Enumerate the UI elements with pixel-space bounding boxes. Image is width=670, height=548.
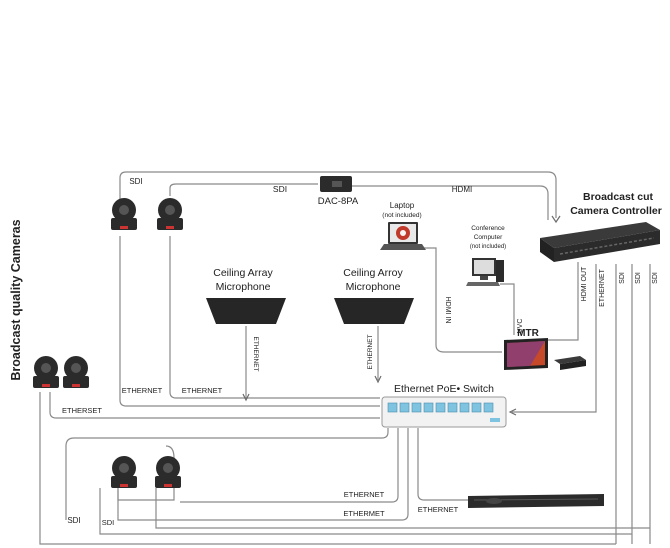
arrow-down-icon: [242, 393, 250, 402]
hdmi-top-line: [352, 185, 549, 220]
mtr-device: MTR: [504, 328, 586, 370]
hdmi-in-line: [418, 247, 502, 353]
switch-port: [471, 402, 482, 413]
side-title: Broadcast quality Cameras: [9, 219, 23, 380]
mic-right-line2: Microphone: [346, 281, 401, 293]
ceiling-mic-icon: [334, 298, 414, 324]
converter-label: DAC-8PA: [318, 196, 359, 207]
label-sdi-top: SDI: [273, 184, 287, 194]
rack-unit: [468, 494, 604, 508]
ptz-camera-icon: [111, 198, 137, 230]
arrow-down-icon: [551, 215, 561, 224]
computer-note: (not included): [470, 244, 506, 250]
mic-left: Ceiling Array Microphone: [206, 267, 286, 324]
uvc-line: [500, 283, 515, 335]
switch-port: [423, 402, 434, 413]
label-ethernet-mic-right: ETHERNET: [367, 334, 374, 369]
computer-label-1: Conference: [471, 225, 505, 232]
ethernet-ctrl-line: [512, 264, 597, 413]
switch-port: [399, 402, 410, 413]
cam-left-ethernet: [119, 236, 380, 407]
label-etherset: ETHERSET: [62, 406, 102, 415]
label-hdmi-in: HDMI IN: [444, 297, 451, 324]
bottom-cam-link: [117, 445, 175, 501]
mic-right: Ceiling Arroy Microphone: [334, 267, 414, 324]
switch-port: [411, 402, 422, 413]
label-hdmi-out: HDMI OUT: [581, 266, 588, 301]
switch-port: [447, 402, 458, 413]
ethernet-bottom-2: [117, 428, 409, 521]
laptop-note: (not included): [382, 212, 421, 219]
camera-controller: Broadcast cut Camera Controller: [540, 191, 662, 262]
ptz-camera-icon: [157, 198, 183, 230]
mic-left-line1: Ceiling Array: [213, 267, 273, 279]
arrow-down-icon: [374, 375, 382, 384]
mic-right-line1: Ceiling Arroy: [343, 267, 403, 279]
laptop-icon: [380, 222, 426, 250]
label-sdi-ctrl-3: SDI: [652, 272, 659, 284]
arrow-left-icon: [508, 408, 517, 416]
mtr-label: MTR: [517, 328, 539, 339]
etherset-line: [49, 392, 380, 419]
label-ethernet-rack: ETHERNET: [418, 505, 459, 514]
label-hdmi-top: HDMI: [452, 185, 472, 194]
label-ethernet-cam-right: ETHERNET: [182, 386, 223, 395]
switch-port: [459, 402, 470, 413]
switch-icon: [381, 396, 507, 428]
controller-icon: [540, 222, 660, 262]
computer-label-2: Computer: [474, 234, 503, 241]
label-sdi-top-left: SDI: [129, 177, 142, 186]
converter-device: DAC-8PA: [318, 176, 359, 207]
ptz-camera-icon: [33, 356, 59, 388]
sdi-bottom-3: [155, 488, 650, 529]
ceiling-mic-icon: [206, 298, 286, 324]
mtr-box-icon: [554, 356, 586, 370]
ethernet-rack: [417, 428, 470, 501]
label-sdi-bottom-2: SDI: [102, 518, 115, 527]
label-ethernet-ctrl: ETHERNET: [599, 268, 606, 306]
label-sdi-ctrl-1: SDI: [619, 272, 626, 284]
sdi-top-line: [119, 171, 557, 218]
label-ethernet-cam-left: ETHERNET: [122, 386, 163, 395]
switch-port: [483, 402, 494, 413]
label-sdi-ctrl-2: SDI: [635, 272, 642, 284]
rack-device-icon: [468, 494, 604, 508]
controller-title-2: Camera Controller: [570, 205, 662, 217]
ptz-camera-icon: [63, 356, 89, 388]
cam-right-ethernet: [169, 236, 380, 399]
label-uvc: UVC: [517, 319, 524, 334]
cable-labels: SDI SDI HDMI HDMI IN UVC HDMI OUT ETHERN…: [62, 177, 659, 527]
ptz-camera-icon: [111, 456, 137, 488]
controller-title-1: Broadcast cut: [583, 191, 654, 203]
label-sdi-bottom-1: SDI: [67, 516, 80, 525]
label-ethernet-mic-left: ETHERNET: [252, 336, 259, 371]
label-ethermet-bottom-2: ETHERMET: [343, 509, 385, 518]
switch-port: [435, 402, 446, 413]
ptz-camera-icon: [155, 456, 181, 488]
switch-ports: [387, 402, 494, 413]
poe-switch: Ethernet PoE• Switch: [381, 383, 507, 428]
hdmi-out-line: [548, 262, 579, 341]
cameras-bottom: [111, 456, 181, 488]
cameras-top: [111, 198, 183, 230]
label-ethernet-bottom-1: ETHERNET: [344, 490, 385, 499]
sdi-bottom-2: [99, 488, 632, 535]
laptop-device: Laptop (not included): [380, 201, 426, 250]
ethernet-bottom-1: [180, 428, 399, 503]
conference-computer: Conference Computer (not included): [466, 225, 506, 286]
switch-label: Ethernet PoE• Switch: [394, 383, 494, 395]
wiring: [39, 171, 651, 545]
tablet-icon: [504, 338, 548, 370]
mic-left-line2: Microphone: [216, 281, 271, 293]
bottom-loop-line: [65, 428, 389, 520]
sdi-cam2-line: [169, 183, 318, 196]
sdi-bottom-1: [39, 392, 616, 545]
cameras-side: [33, 356, 89, 388]
desktop-computer-icon: [466, 258, 504, 286]
switch-port: [387, 402, 398, 413]
laptop-label: Laptop: [390, 201, 415, 210]
